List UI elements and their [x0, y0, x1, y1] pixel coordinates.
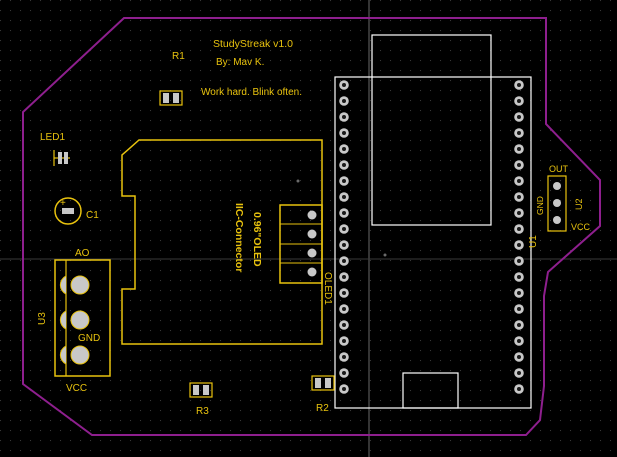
pin-hole — [342, 387, 346, 391]
u1-module[interactable] — [334, 34, 532, 409]
u2-gnd-label: GND — [535, 196, 545, 215]
board-title: StudyStreak v1.0 — [213, 38, 293, 50]
oled1-connector[interactable] — [279, 204, 323, 284]
pin-hole — [342, 147, 346, 151]
pin-hole — [517, 291, 521, 295]
u1-mount-hole — [383, 253, 387, 257]
u2-out-label: OUT — [549, 164, 569, 174]
oled1-label: OLED1 — [322, 272, 333, 305]
pin-hole — [342, 227, 346, 231]
svg-text:+: + — [60, 198, 66, 209]
r3-resistor[interactable] — [189, 382, 213, 398]
u2-vcc-label: VCC — [571, 222, 591, 232]
pin-hole — [517, 179, 521, 183]
u1-right-pin-header[interactable] — [514, 80, 524, 394]
board-outline[interactable] — [22, 17, 601, 436]
pin-hole — [342, 99, 346, 103]
u1-label: U1 — [528, 235, 539, 248]
pin-hole — [342, 291, 346, 295]
r3-label: R3 — [196, 406, 209, 417]
u1-left-pin-header[interactable] — [339, 80, 349, 394]
u3-ao-label: AO — [75, 248, 90, 259]
pin-hole — [517, 211, 521, 215]
pin-hole — [342, 307, 346, 311]
pin-hole — [517, 115, 521, 119]
pin-hole — [517, 147, 521, 151]
led1-label: LED1 — [40, 132, 65, 143]
pin-hole — [342, 275, 346, 279]
led1-component[interactable] — [53, 150, 70, 166]
board-motto: Work hard. Blink often. — [201, 87, 302, 98]
pin-hole — [342, 179, 346, 183]
pin-hole — [342, 243, 346, 247]
pin-hole — [517, 227, 521, 231]
c1-label: C1 — [86, 210, 99, 221]
pin-hole — [517, 243, 521, 247]
oled1-title: 0.96"OLED — [251, 212, 263, 267]
u2-label: U2 — [574, 198, 584, 210]
u2-header[interactable] — [547, 175, 567, 232]
pin-hole — [342, 83, 346, 87]
r1-label: R1 — [172, 51, 185, 62]
pin-hole — [517, 339, 521, 343]
pin-hole — [517, 275, 521, 279]
u3-gnd-label: GND — [78, 333, 100, 344]
board-author: By: Mav K. — [216, 57, 264, 68]
pin-hole — [517, 323, 521, 327]
pin-hole — [342, 163, 346, 167]
pin-hole — [517, 371, 521, 375]
oled1-mount-hole — [296, 179, 300, 183]
pin-hole — [342, 259, 346, 263]
r2-label: R2 — [316, 403, 329, 414]
r1-resistor[interactable] — [159, 90, 183, 106]
oled1-subtitle: IIC-Connector — [233, 203, 245, 272]
pin-hole — [342, 195, 346, 199]
pin-hole — [342, 115, 346, 119]
pin-hole — [342, 323, 346, 327]
pin-hole — [517, 163, 521, 167]
pin-hole — [517, 131, 521, 135]
pin-hole — [517, 195, 521, 199]
pin-hole — [517, 307, 521, 311]
r2-resistor[interactable] — [311, 375, 335, 391]
pin-hole — [517, 83, 521, 87]
u3-label: U3 — [37, 312, 48, 325]
pin-hole — [342, 131, 346, 135]
pin-hole — [517, 99, 521, 103]
u3-terminal-block[interactable] — [54, 259, 111, 377]
pin-hole — [342, 339, 346, 343]
pin-hole — [342, 211, 346, 215]
c1-capacitor[interactable]: + — [54, 197, 82, 225]
u3-vcc-label: VCC — [66, 383, 87, 394]
pin-hole — [342, 371, 346, 375]
pin-hole — [517, 387, 521, 391]
pin-hole — [342, 355, 346, 359]
pin-hole — [517, 259, 521, 263]
pin-hole — [517, 355, 521, 359]
